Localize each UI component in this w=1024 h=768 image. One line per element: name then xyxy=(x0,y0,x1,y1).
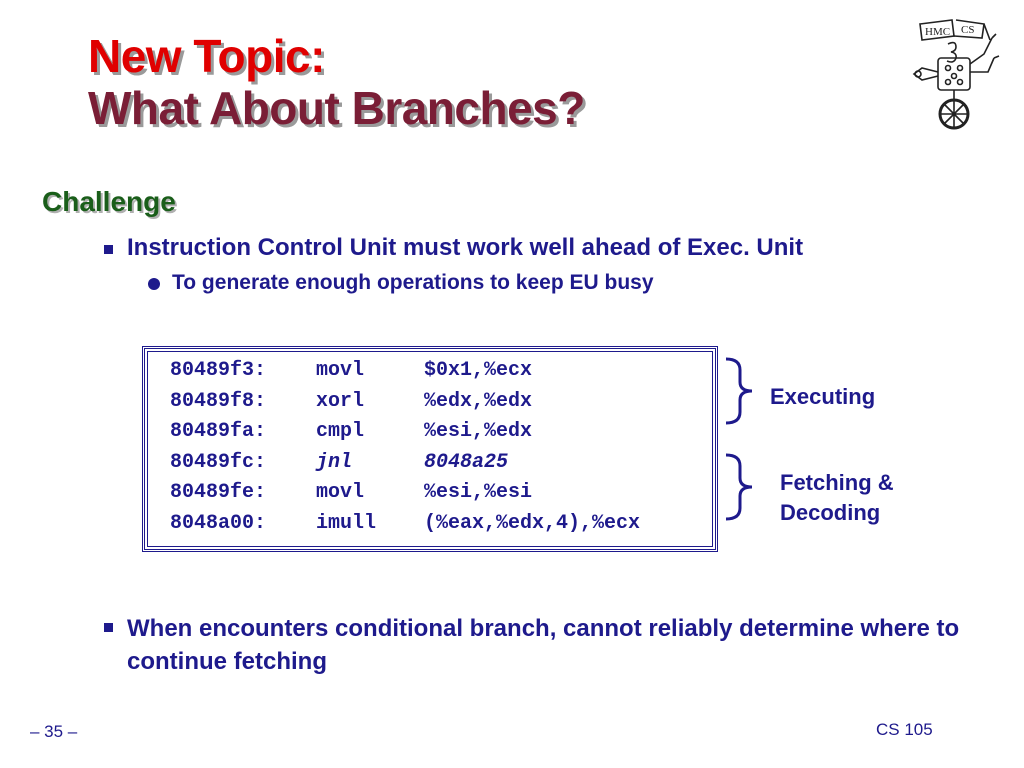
code-address: 80489fe: xyxy=(170,481,267,505)
code-line: 8048a00: imull (%eax,%edx,4),%ecx xyxy=(170,509,640,540)
code-operands: 8048a25 xyxy=(424,450,509,474)
square-bullet-icon xyxy=(104,245,113,254)
section-heading: Challenge xyxy=(42,186,176,217)
square-bullet-icon xyxy=(104,623,113,632)
course-label: CS 105 xyxy=(876,720,933,739)
fetching-brace xyxy=(725,453,753,521)
hmc-cs-logo: HMC CS xyxy=(912,19,1000,130)
code-line: 80489fe: movl %esi,%esi xyxy=(170,478,640,509)
page-number: – 35 – xyxy=(30,722,78,741)
code-operands: $0x1,%ecx xyxy=(424,359,533,382)
code-opcode: jnl xyxy=(316,450,353,474)
executing-label: Executing xyxy=(770,384,876,409)
code-line: 80489fa: cmpl %esi,%edx xyxy=(170,417,640,448)
assembly-code: 80489f3: movl $0x1,%ecx 80489f8: xorl %edx,%… xyxy=(170,356,640,540)
code-address: 80489f3: xyxy=(170,359,267,382)
code-address: 80489fa: xyxy=(170,420,267,444)
code-address: 80489fc: xyxy=(170,450,267,474)
title-line-2: What About Branches? xyxy=(88,82,585,134)
svg-text:CS: CS xyxy=(961,24,974,36)
round-bullet-icon xyxy=(148,278,160,290)
code-operands: (%eax,%edx,4),%ecx xyxy=(424,511,641,535)
code-opcode: movl xyxy=(316,359,365,382)
code-opcode: imull xyxy=(316,511,377,535)
slide-title: New Topic: What About Branches? xyxy=(88,30,585,134)
code-line: 80489fc: jnl 8048a25 xyxy=(170,448,640,479)
bullet-text: When encounters conditional branch, cann… xyxy=(127,615,960,675)
fetching-label-line1: Fetching & xyxy=(780,470,894,495)
svg-text:HMC: HMC xyxy=(925,26,950,38)
code-line: 80489f8: xorl %edx,%edx xyxy=(170,387,640,418)
code-operands: %esi,%edx xyxy=(424,420,533,444)
code-opcode: movl xyxy=(316,481,365,505)
code-opcode: cmpl xyxy=(316,420,365,444)
bullet-text: Instruction Control Unit must work well … xyxy=(127,234,804,261)
code-line: 80489f3: movl $0x1,%ecx xyxy=(170,356,640,387)
sub-bullet-text: To generate enough operations to keep EU… xyxy=(172,271,654,294)
executing-brace xyxy=(725,357,753,425)
code-box xyxy=(142,346,718,552)
code-operands: %esi,%esi xyxy=(424,481,533,505)
code-address: 80489f8: xyxy=(170,389,267,413)
fetching-label-line2: Decoding xyxy=(780,500,881,525)
code-opcode: xorl xyxy=(316,389,365,413)
code-address: 8048a00: xyxy=(170,511,267,535)
code-operands: %edx,%edx xyxy=(424,389,533,413)
title-line-1: New Topic: xyxy=(88,30,325,82)
